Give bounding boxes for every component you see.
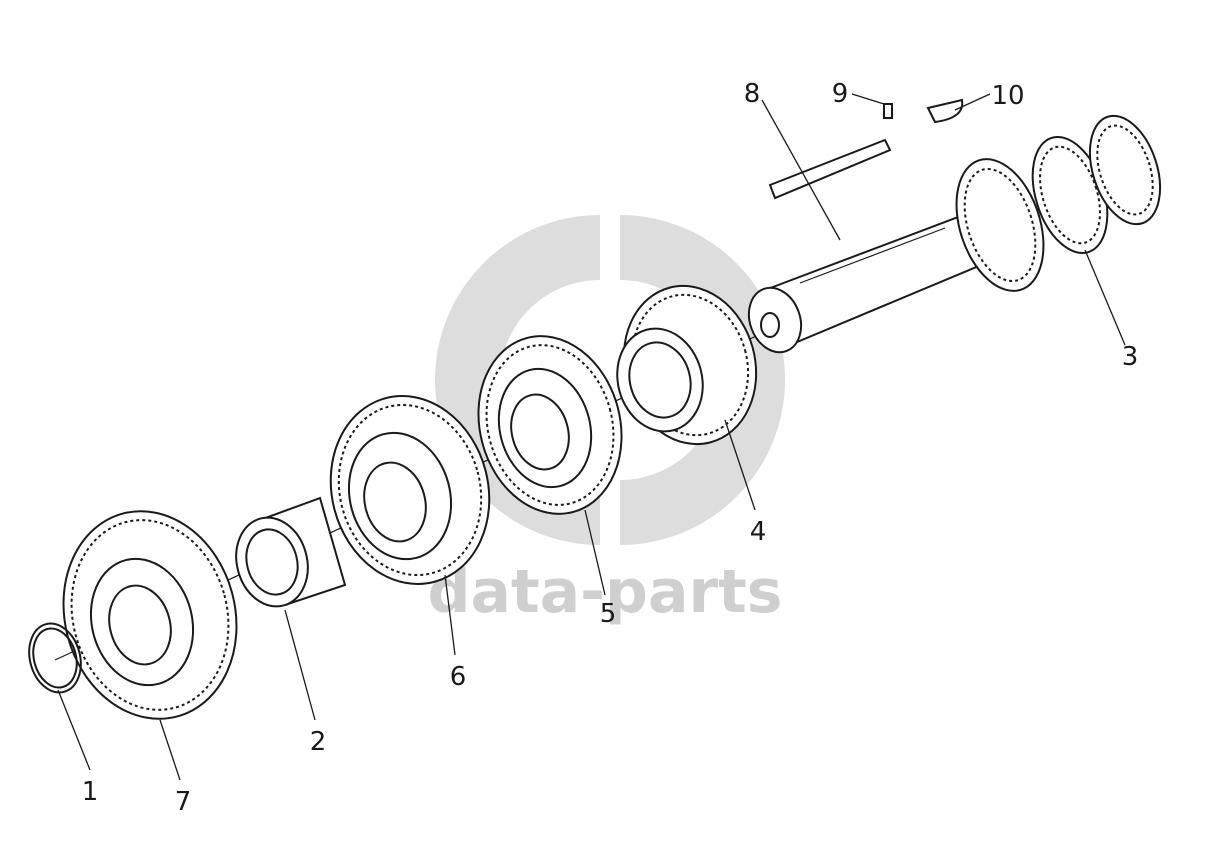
key-body xyxy=(768,138,892,200)
callout-labels: 1 2 3 4 5 6 7 8 9 10 xyxy=(82,79,1139,817)
gear-7-bore xyxy=(108,584,172,666)
gear-6-rim xyxy=(329,395,491,585)
leader-1 xyxy=(57,689,91,771)
leader-8 xyxy=(761,99,841,241)
gear-4-hub xyxy=(616,327,704,433)
gear-5-face xyxy=(497,367,593,489)
gear-6-face xyxy=(347,431,453,561)
callout-8: 8 xyxy=(744,79,761,109)
pin-body xyxy=(883,103,893,119)
callout-3: 3 xyxy=(1122,342,1139,372)
gear-5-rim xyxy=(477,335,623,515)
shaft-gear-2-teeth xyxy=(1039,145,1101,245)
callout-4: 4 xyxy=(750,517,767,547)
part-2-spacer xyxy=(235,496,347,608)
part-5-gear xyxy=(477,335,623,515)
snap-ring-outer xyxy=(28,622,82,694)
gear-4-teeth xyxy=(630,293,750,437)
part-3-shaft xyxy=(747,114,1162,354)
callout-1: 1 xyxy=(82,777,99,807)
shaft-end xyxy=(747,286,803,354)
watermark-text: data-parts xyxy=(428,557,783,627)
woodruff-key-body xyxy=(926,98,964,124)
callout-9: 9 xyxy=(832,79,849,109)
shaft-gear-3 xyxy=(1088,114,1162,226)
snap-ring-inner xyxy=(32,627,78,689)
spacer-face xyxy=(235,516,309,608)
leader-7 xyxy=(159,719,181,781)
part-7-gear xyxy=(62,510,238,720)
leader-4 xyxy=(724,419,756,511)
gear-4-bore xyxy=(628,341,692,419)
leader-5 xyxy=(584,509,606,596)
leader-6 xyxy=(444,574,456,656)
watermark-logo-right xyxy=(620,215,785,545)
leader-10 xyxy=(954,93,991,111)
leader-lines xyxy=(57,93,1126,781)
gear-7-face xyxy=(89,557,195,687)
leader-3 xyxy=(1084,249,1126,346)
gear-5-bore xyxy=(510,393,570,471)
callout-7: 7 xyxy=(175,787,192,817)
part-8-key xyxy=(768,138,892,200)
gear-5-teeth xyxy=(485,344,615,506)
callout-2: 2 xyxy=(310,727,327,757)
leader-9 xyxy=(851,93,885,105)
callout-6: 6 xyxy=(450,662,467,692)
gear-7-rim xyxy=(62,510,238,720)
part-1-snap-ring xyxy=(28,622,82,694)
part-10-woodruff-key xyxy=(926,98,964,124)
gear-6-bore xyxy=(363,461,427,543)
part-6-gear xyxy=(329,395,491,585)
part-9-pin xyxy=(883,103,893,119)
spacer-bore xyxy=(245,528,299,596)
shaft-gear-1 xyxy=(955,158,1045,292)
leader-2 xyxy=(284,609,316,721)
gear-7-teeth xyxy=(70,519,230,711)
shaft-bore xyxy=(760,312,780,338)
shaft-gear-1-teeth xyxy=(963,167,1037,283)
gear-6-teeth xyxy=(337,403,483,577)
callout-5: 5 xyxy=(600,599,617,629)
keyway-line xyxy=(799,227,946,284)
part-4-gear xyxy=(616,284,758,446)
callout-10: 10 xyxy=(991,81,1024,111)
